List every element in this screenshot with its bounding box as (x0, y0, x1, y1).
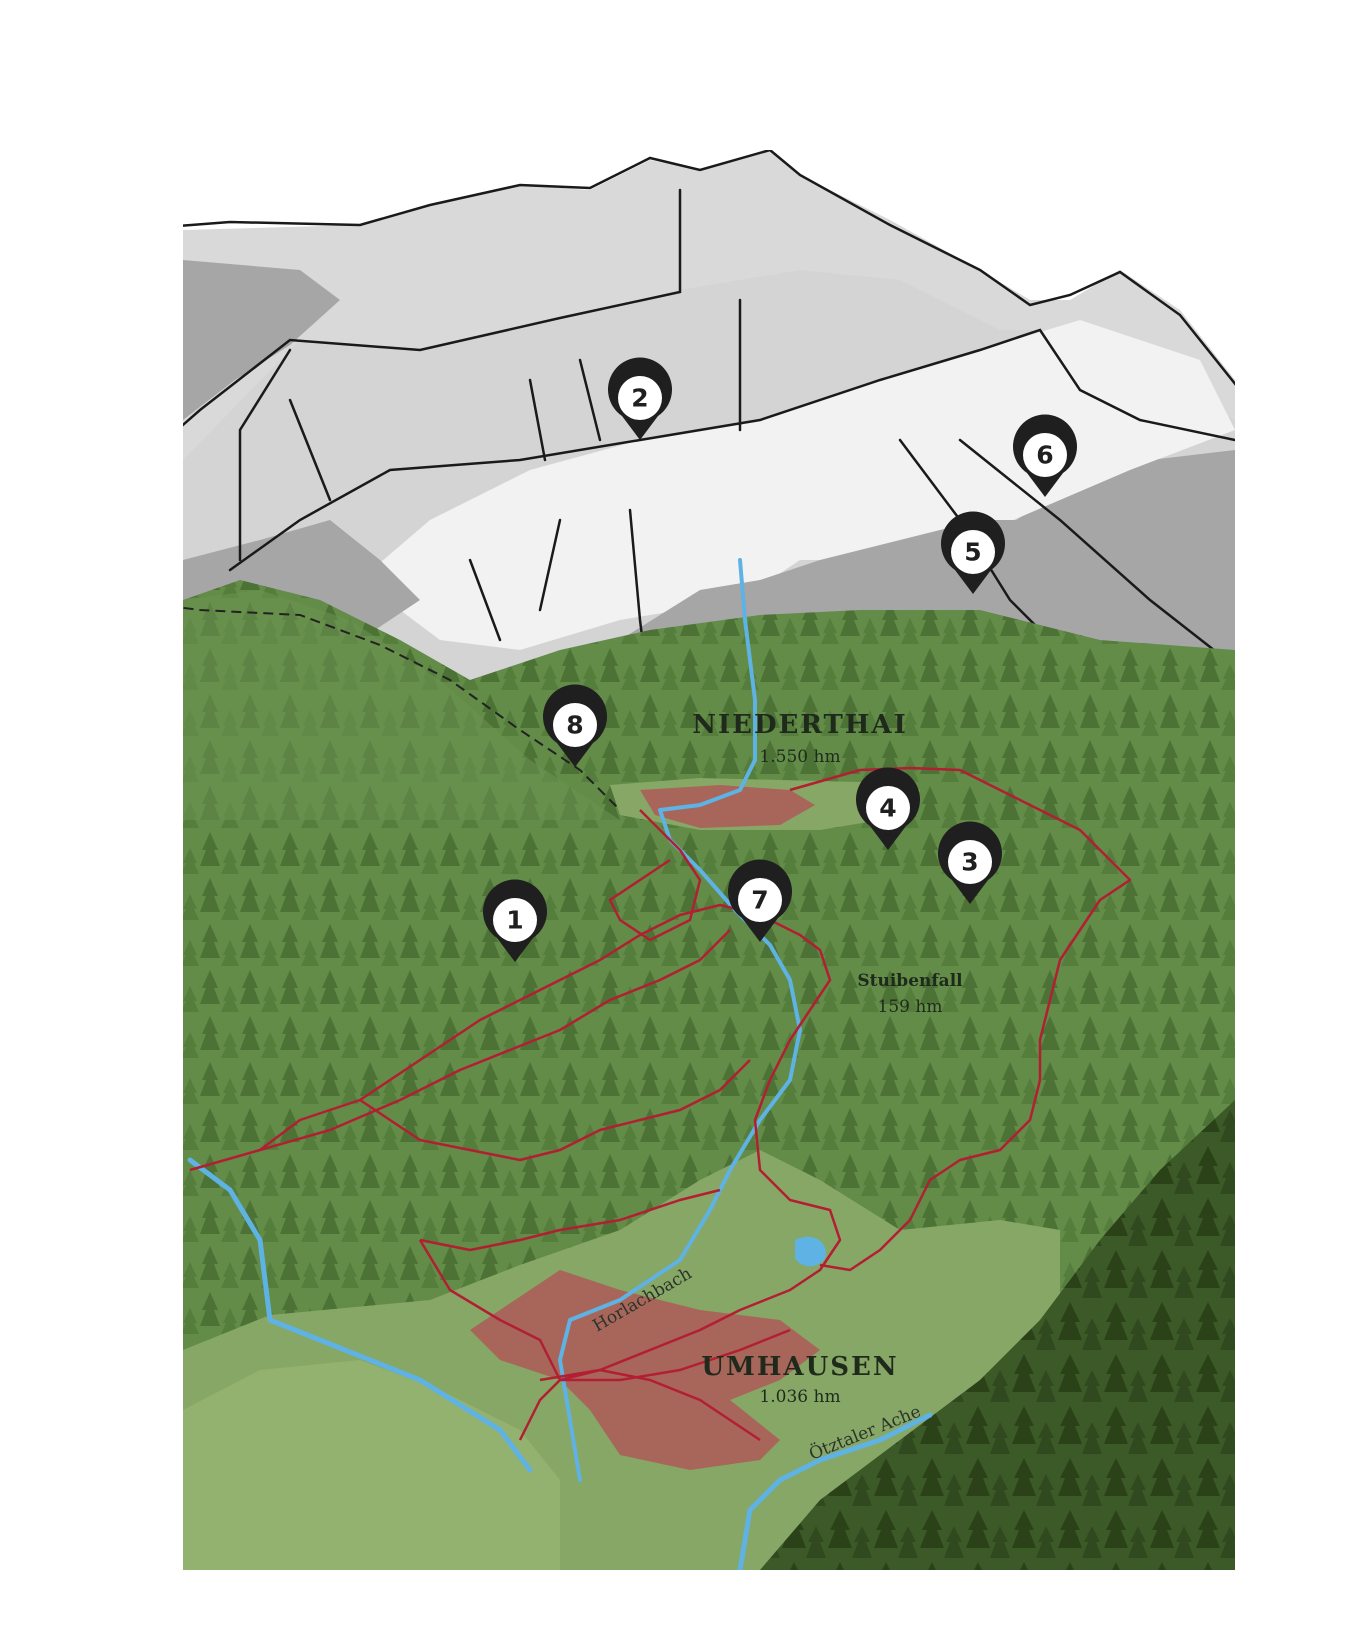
map-marker-1[interactable]: 1 (482, 879, 547, 962)
altitude-stuibenfall: 159 hm (878, 997, 943, 1017)
trail-route-i (560, 1328, 791, 1382)
village-umhausen (470, 1270, 820, 1470)
map-marker-number: 1 (506, 906, 523, 935)
pond (795, 1236, 826, 1267)
ridge-line-6 (238, 298, 742, 702)
ridge-line-3 (228, 328, 1235, 572)
trail-route-h (539, 1368, 761, 1442)
left-rock-shadow (183, 260, 340, 420)
map-markers: 1 2 3 4 5 6 7 8 (482, 357, 1077, 962)
map-marker-number: 6 (1036, 441, 1053, 470)
map-marker-number: 3 (961, 848, 978, 877)
forest-left-slope (183, 590, 620, 820)
map-pin-center (493, 898, 537, 942)
map-marker-number: 8 (566, 711, 583, 740)
village-niederthai (640, 785, 815, 828)
trail-route-d (419, 1188, 721, 1252)
map-pin-center (948, 840, 992, 884)
map-marker-number: 4 (879, 794, 896, 823)
map-pin-center (738, 878, 782, 922)
map-pin-center (866, 786, 910, 830)
map-marker-3[interactable]: 3 (937, 821, 1002, 904)
village-name-niederthai: NIEDERTHAI (692, 710, 908, 740)
meadow-lower-left (183, 1360, 560, 1570)
ridge-line-1 (183, 150, 1235, 386)
altitude-umhausen: 1.036 hm (759, 1387, 840, 1407)
village-name-umhausen: UMHAUSEN (701, 1352, 898, 1382)
ridge-line-5 (958, 438, 1235, 669)
ridge-line-2 (183, 188, 682, 427)
trail-route-g (789, 766, 1132, 1272)
waterfall-name-stuibenfall: Stuibenfall (857, 971, 963, 991)
label-umhausen: UMHAUSEN 1.036 hm (701, 1352, 898, 1407)
boundary-dashed-line (183, 606, 621, 811)
forest-dark-lower-right (760, 1100, 1235, 1570)
map-marker-2[interactable]: 2 (607, 357, 672, 440)
map-marker-5[interactable]: 5 (940, 511, 1005, 594)
map-marker-6[interactable]: 6 (1012, 414, 1077, 497)
snowfield (360, 320, 1235, 650)
map-pin-center (553, 703, 597, 747)
trail-route-a (189, 903, 842, 1441)
map-marker-8[interactable]: 8 (542, 684, 607, 767)
map-marker-number: 5 (964, 538, 981, 567)
river-oetztaler-ache (187, 1157, 933, 1570)
label-niederthai: NIEDERTHAI 1.550 hm (692, 710, 908, 767)
trail-route-c (359, 1059, 751, 1162)
label-stuibenfall: Stuibenfall 159 hm (857, 971, 963, 1017)
trail-route-e (418, 1239, 562, 1381)
map-pin-center (951, 530, 995, 574)
map-marker-4[interactable]: 4 (856, 767, 920, 850)
trail-route-b (259, 929, 731, 1152)
map-pin-center (618, 376, 662, 420)
map-marker-number: 2 (631, 384, 648, 413)
map-marker-number: 7 (751, 886, 768, 915)
map-pin-center (1023, 433, 1067, 477)
map-marker-7[interactable]: 7 (728, 859, 792, 942)
altitude-niederthai: 1.550 hm (759, 747, 840, 767)
trail-route-f (608, 809, 702, 942)
river-horlachbach (558, 558, 802, 1482)
